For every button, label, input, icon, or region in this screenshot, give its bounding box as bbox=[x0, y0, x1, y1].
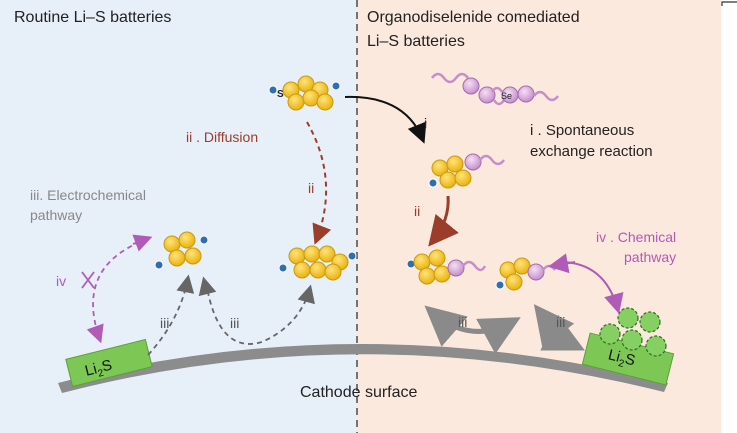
right-step-ii: ii bbox=[414, 203, 420, 219]
electrochem-arrow-a bbox=[147, 274, 195, 356]
right-margin bbox=[721, 0, 737, 433]
organodiselenide-b: Se bbox=[490, 85, 559, 104]
electrochem-arrow-b bbox=[205, 281, 315, 345]
polysulfide-right-a bbox=[406, 249, 487, 285]
left-step-iii-b: iii bbox=[230, 315, 239, 331]
left-step-iv: iv bbox=[56, 273, 66, 289]
polysulfide-exchanged-upper bbox=[428, 153, 505, 189]
polysulfide-top-left: S bbox=[268, 75, 341, 111]
electrochem-line2: pathway bbox=[30, 207, 82, 223]
right-ii-arrow bbox=[428, 195, 459, 247]
exchange-arrow bbox=[344, 95, 427, 144]
li2s-left-li: Li bbox=[83, 360, 98, 379]
electrochem-double-arrow-a bbox=[424, 305, 521, 354]
chemical-pathway-arrow-start bbox=[548, 253, 576, 274]
atom-se-label: Se bbox=[501, 91, 512, 101]
chemical-line2: pathway bbox=[624, 249, 676, 265]
polysulfide-middle-left bbox=[154, 231, 209, 270]
right-step-iii-b: iii bbox=[556, 314, 565, 330]
cathode-surface bbox=[58, 344, 668, 393]
right-title-line2: Li–S batteries bbox=[367, 33, 465, 50]
li2s-particles bbox=[599, 307, 667, 357]
right-title-line1: Organodiselenide comediated bbox=[367, 9, 580, 26]
electrochem-line1: iii. Electrochemical bbox=[30, 187, 146, 203]
polysulfide-right-b bbox=[495, 257, 556, 291]
right-step-i: i bbox=[424, 115, 427, 131]
li2s-left-s: S bbox=[100, 357, 114, 376]
left-step-ii: ii bbox=[308, 180, 314, 196]
spontaneous-line1: i . Spontaneous bbox=[530, 122, 634, 139]
li2s-right-li: Li bbox=[606, 346, 621, 365]
corner-mark bbox=[721, 1, 737, 6]
electrochem-double-arrow-b bbox=[533, 304, 585, 351]
atom-s-label: S bbox=[277, 89, 284, 100]
li2s-right-sub: 2 bbox=[617, 358, 625, 370]
right-step-iii-a: iii bbox=[458, 314, 467, 330]
li2s-left-sub: 2 bbox=[97, 368, 105, 380]
li2s-right: Li2S bbox=[581, 307, 675, 386]
cathode-label: Cathode surface bbox=[300, 384, 418, 401]
svg-text:Li2S: Li2S bbox=[83, 357, 114, 383]
polysulfide-lower-right bbox=[278, 245, 357, 281]
chemical-blocked-tip bbox=[132, 234, 153, 252]
left-step-iii-a: iii bbox=[160, 315, 169, 331]
cross-mark-icon bbox=[81, 271, 95, 289]
svg-text:Li2S: Li2S bbox=[606, 346, 637, 372]
chemical-line1: iv . Chemical bbox=[596, 229, 676, 245]
diffusion-label: ii . Diffusion bbox=[186, 129, 258, 145]
organodiselenide-a bbox=[431, 72, 506, 106]
electrochem-arrow-b-tip bbox=[198, 276, 217, 297]
diffusion-arrow bbox=[306, 121, 332, 245]
li2s-right-s: S bbox=[623, 351, 637, 370]
spontaneous-line2: exchange reaction bbox=[530, 143, 653, 160]
chemical-blocked-arrow bbox=[86, 241, 141, 344]
left-title: Routine Li–S batteries bbox=[14, 9, 171, 26]
